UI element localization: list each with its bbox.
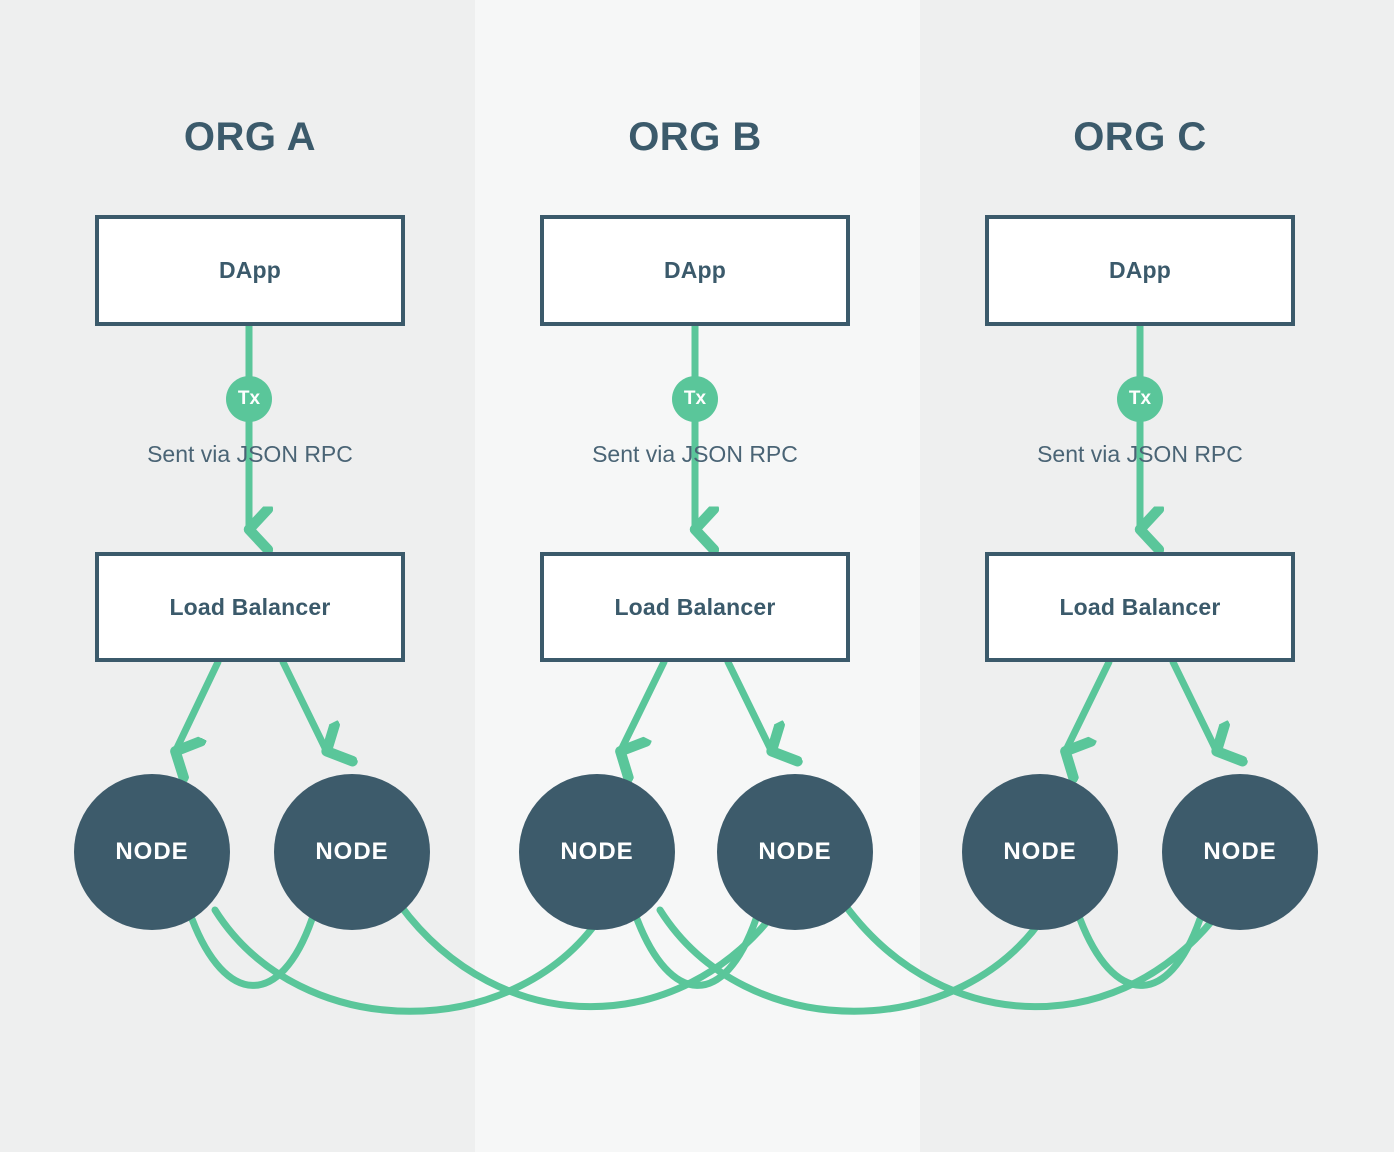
- dapp-label-org-c: DApp: [1108, 257, 1172, 283]
- node-label-a2: NODE: [315, 838, 389, 865]
- tx-badge-org-c[interactable]: Tx: [1117, 376, 1163, 422]
- tx-badge-org-b[interactable]: Tx: [672, 376, 718, 422]
- link-lb-to-node-c2: [1169, 658, 1216, 750]
- peer-mesh-curves: [188, 901, 1226, 1015]
- link-lb-to-node-a2: [279, 658, 326, 750]
- dapp-label-org-b: DApp: [663, 257, 727, 283]
- load-balancer-label-org-c: Load Balancer: [1059, 593, 1221, 620]
- node-circle-c2[interactable]: NODE: [1162, 774, 1318, 930]
- peer-link-a2-b2: [396, 901, 782, 1010]
- node-circle-b1[interactable]: NODE: [519, 774, 675, 930]
- node-label-c1: NODE: [1003, 838, 1077, 865]
- link-lb-to-node-c1: [1066, 658, 1113, 750]
- tx-badge-label-org-b: Tx: [683, 388, 707, 409]
- load-balancer-label-org-b: Load Balancer: [614, 593, 776, 620]
- org-title-c: ORG C: [1073, 115, 1207, 159]
- load-balancer-label-org-a: Load Balancer: [169, 593, 331, 620]
- tx-badge-org-a[interactable]: Tx: [226, 376, 272, 422]
- node-label-a1: NODE: [115, 838, 189, 865]
- node-label-c2: NODE: [1203, 838, 1277, 865]
- dapp-box-org-c[interactable]: DApp: [985, 215, 1295, 326]
- link-lb-to-node-a1: [176, 658, 222, 750]
- rpc-label-org-a: Sent via JSON RPC: [147, 441, 353, 467]
- dapp-box-org-a[interactable]: DApp: [95, 215, 405, 326]
- rpc-label-org-c: Sent via JSON RPC: [1037, 441, 1243, 467]
- tx-badge-label-org-c: Tx: [1128, 388, 1152, 409]
- dapp-label-org-a: DApp: [218, 257, 282, 283]
- peer-link-a1-b1: [211, 906, 609, 1015]
- load-balancer-box-org-a[interactable]: Load Balancer: [95, 552, 405, 662]
- link-lb-to-node-b2: [724, 658, 771, 750]
- org-title-a: ORG A: [183, 115, 317, 159]
- node-label-b1: NODE: [560, 838, 634, 865]
- peer-link-b2-c2: [841, 901, 1226, 1010]
- load-balancer-box-org-c[interactable]: Load Balancer: [985, 552, 1295, 662]
- peer-link-b1-c1: [656, 906, 1052, 1015]
- link-lb-to-node-b1: [621, 658, 668, 750]
- node-circle-c1[interactable]: NODE: [962, 774, 1118, 930]
- load-balancer-box-org-b[interactable]: Load Balancer: [540, 552, 850, 662]
- node-label-b2: NODE: [758, 838, 832, 865]
- node-circle-b2[interactable]: NODE: [717, 774, 873, 930]
- org-title-b: ORG B: [628, 115, 762, 159]
- peer-link-a1-a2: [188, 915, 316, 989]
- rpc-label-org-b: Sent via JSON RPC: [592, 441, 798, 467]
- dapp-box-org-b[interactable]: DApp: [540, 215, 850, 326]
- node-circle-a1[interactable]: NODE: [74, 774, 230, 930]
- node-circle-a2[interactable]: NODE: [274, 774, 430, 930]
- tx-badge-label-org-a: Tx: [237, 388, 261, 409]
